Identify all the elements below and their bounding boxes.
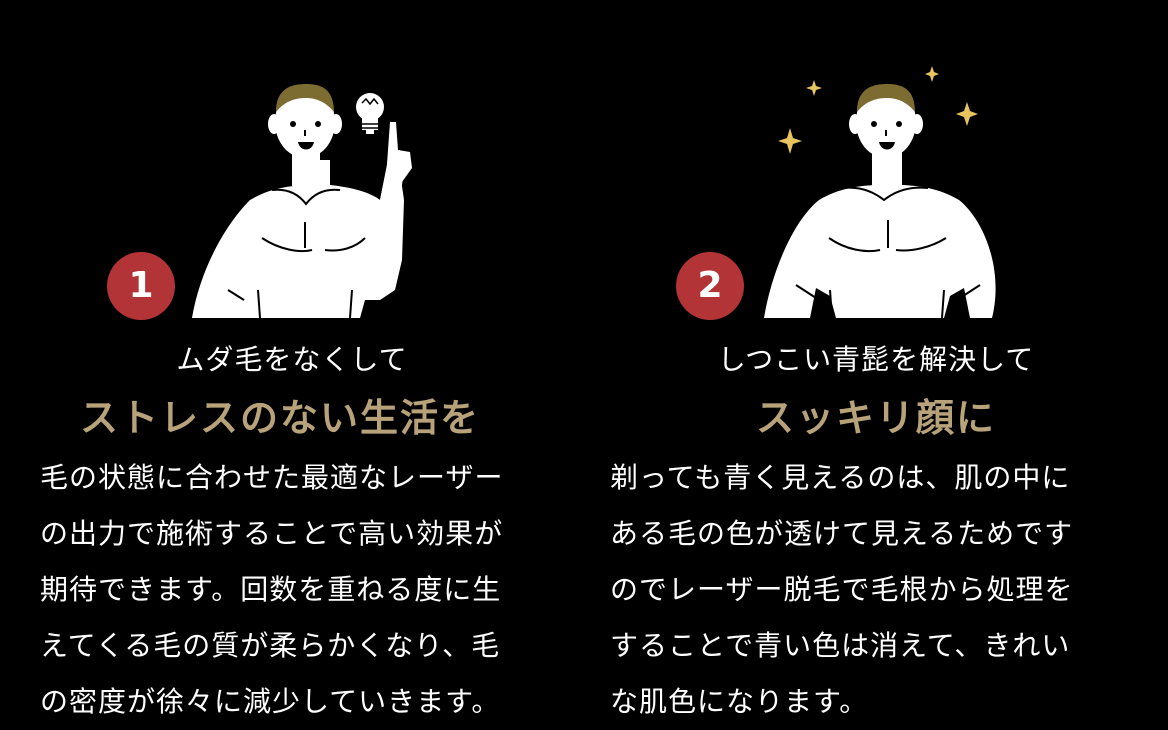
card-lead-text: ムダ毛をなくして [176,343,408,376]
step-number-badge: 2 [676,252,744,320]
body-line: 期待できます。回数を重ねる度に生 [40,573,502,606]
card-lead-text: しつこい青髭を解決して [717,343,1035,376]
card-headline: スッキリ顔に [755,396,996,440]
body-line: の密度が徐々に減少していきます。 [40,685,501,718]
body-line: 毛の状態に合わせた最適なレーザー [40,461,504,494]
body-line: な肌色になります。 [610,685,869,718]
man-pointing-illustration [192,84,412,319]
body-line: ある毛の色が透けて見えるためです [610,517,1074,550]
card-body-text: 毛の状態に合わせた最適なレーザー の出力で施術することで高い効果が 期待できます… [40,450,550,730]
step-number-badge: 1 [107,252,175,320]
body-line: の出力で施術することで高い効果が [40,517,504,550]
benefit-card-1: 1 ムダ毛をなくして ストレスのない生活を 毛の状態に合わせた最適なレーザー の… [0,0,584,726]
body-line: することで青い色は消えて、きれい [610,629,1071,662]
sparkle-icon [778,66,978,154]
card-body-text: 剃っても青く見えるのは、肌の中に ある毛の色が透けて見えるためです のでレーザー… [610,450,1120,730]
man-confident-illustration [764,66,996,319]
lightbulb-icon [356,93,384,134]
body-line: 剃っても青く見えるのは、肌の中に [610,461,1071,494]
benefit-card-2: 2 しつこい青髭を解決して スッキリ顔に 剃っても青く見えるのは、肌の中に ある… [584,0,1168,726]
body-line: のでレーザー脱毛で毛根から処理を [610,573,1074,606]
body-line: えてくる毛の質が柔らかくなり、毛 [40,629,501,662]
card-headline: ストレスのない生活を [79,396,480,440]
